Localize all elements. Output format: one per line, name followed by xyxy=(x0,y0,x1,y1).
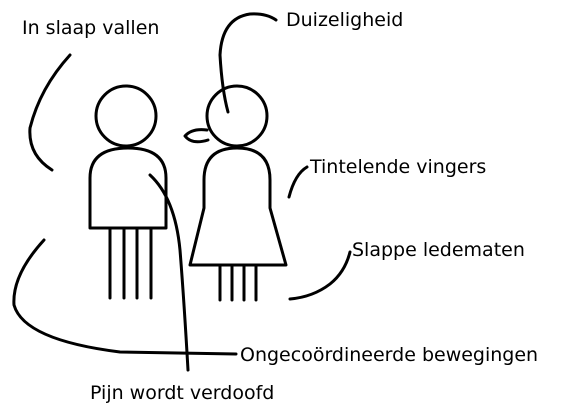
label-falling-asleep: In slaap vallen xyxy=(22,17,160,39)
male-head xyxy=(94,84,158,148)
male-figure xyxy=(88,84,168,300)
leader-dizziness xyxy=(218,12,278,114)
female-ponytail xyxy=(183,128,210,144)
label-dizziness: Duizeligheid xyxy=(286,9,404,31)
male-body xyxy=(88,146,168,230)
leader-falling-asleep xyxy=(28,53,72,172)
female-head xyxy=(205,84,269,148)
female-figure xyxy=(183,84,288,302)
leader-pain-dulled xyxy=(148,173,190,372)
female-body xyxy=(188,146,288,267)
label-limp-limbs: Slappe ledematen xyxy=(352,239,525,261)
leader-uncoordinated-movements xyxy=(12,238,238,356)
label-pain-dulled: Pijn wordt verdoofd xyxy=(90,382,275,404)
leader-tingling-fingers xyxy=(287,165,309,199)
leader-limp-limbs xyxy=(288,250,352,301)
label-tingling-fingers: Tintelende vingers xyxy=(310,156,487,178)
label-uncoordinated-movements: Ongecoördineerde bewegingen xyxy=(240,344,539,366)
